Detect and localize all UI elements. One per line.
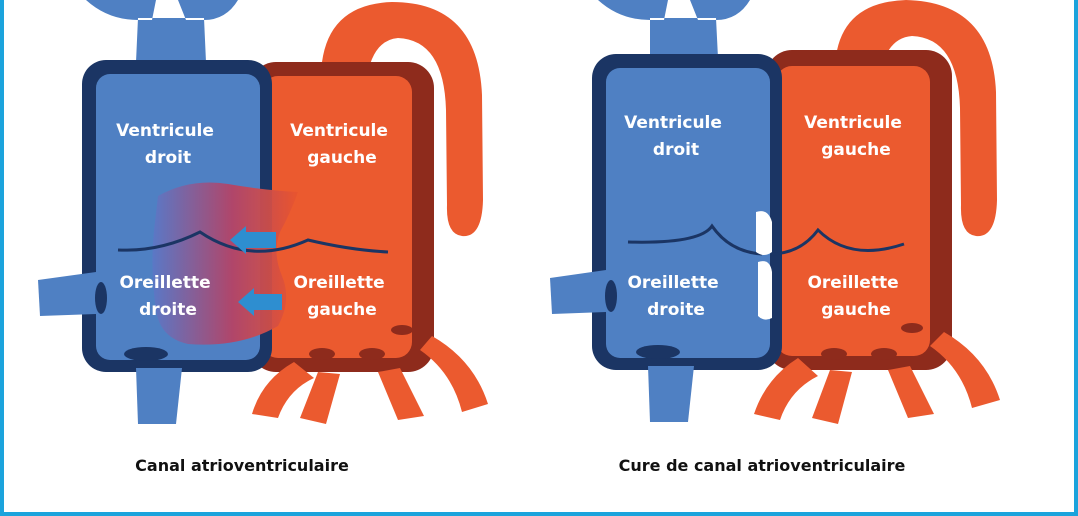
label-right-atrium: Oreillette droite xyxy=(627,273,724,320)
tricuspid-valve xyxy=(627,223,763,256)
label-left-ventricle: Ventricule gauche xyxy=(804,113,908,160)
pv-opening-3 xyxy=(391,325,413,335)
pulmonary-vein-1 xyxy=(252,362,314,418)
pv-opening-2 xyxy=(871,348,897,360)
label-left-ventricle: Ventricule gauche xyxy=(290,121,394,168)
label-left-atrium: Oreillette gauche xyxy=(807,273,904,320)
common-av-valve xyxy=(117,230,389,254)
right-heart-inner xyxy=(606,68,770,358)
label-left-atrium: Oreillette gauche xyxy=(293,273,390,320)
aortic-arch xyxy=(322,2,483,237)
pulmonary-vein-3 xyxy=(378,368,424,420)
caption-av-canal: Canal atrioventriculaire xyxy=(135,456,349,475)
coronary-sinus-stub xyxy=(550,270,606,314)
pulmonary-vein-4 xyxy=(930,332,1000,408)
shunt-arrow-ventricular xyxy=(230,226,276,254)
label-right-ventricle: Ventricule droit xyxy=(116,121,220,168)
pulmonary-vein-4 xyxy=(420,336,488,412)
ivc-opening xyxy=(124,347,168,361)
label-right-atrium: Oreillette droite xyxy=(119,273,216,320)
diagram-av-canal-repair: Ventricule droit Ventricule gauche Oreil… xyxy=(550,0,1000,475)
diagram-av-canal: Ventricule droit Ventricule gauche Oreil… xyxy=(38,0,488,475)
coronary-sinus-stub xyxy=(38,272,96,316)
septal-defect-mixing xyxy=(152,182,298,345)
pulmonary-vein-1 xyxy=(754,358,818,420)
shunt-arrow-atrial xyxy=(238,288,282,316)
ventricular-patch xyxy=(756,211,772,255)
superior-vena-cava xyxy=(86,0,238,72)
pv-opening-3 xyxy=(901,323,923,333)
label-right-ventricle: Ventricule droit xyxy=(624,113,728,160)
ivc-opening xyxy=(636,345,680,359)
vein-opening xyxy=(605,280,617,312)
vein-opening xyxy=(95,282,107,314)
pv-opening-1 xyxy=(309,348,335,360)
pv-opening-2 xyxy=(359,348,385,360)
pulmonary-vein-2 xyxy=(300,372,340,424)
pulmonary-vein-2 xyxy=(812,370,852,424)
pv-opening-1 xyxy=(821,348,847,360)
pulmonary-vein-3 xyxy=(888,366,934,418)
inferior-vena-cava xyxy=(648,366,694,422)
atrial-patch xyxy=(758,261,772,320)
inferior-vena-cava xyxy=(136,368,182,424)
left-heart-inner xyxy=(776,66,930,356)
left-heart-inner xyxy=(262,76,412,358)
caption-av-canal-repair: Cure de canal atrioventriculaire xyxy=(619,456,906,475)
mitral-valve xyxy=(769,227,905,256)
superior-vena-cava xyxy=(598,0,750,68)
